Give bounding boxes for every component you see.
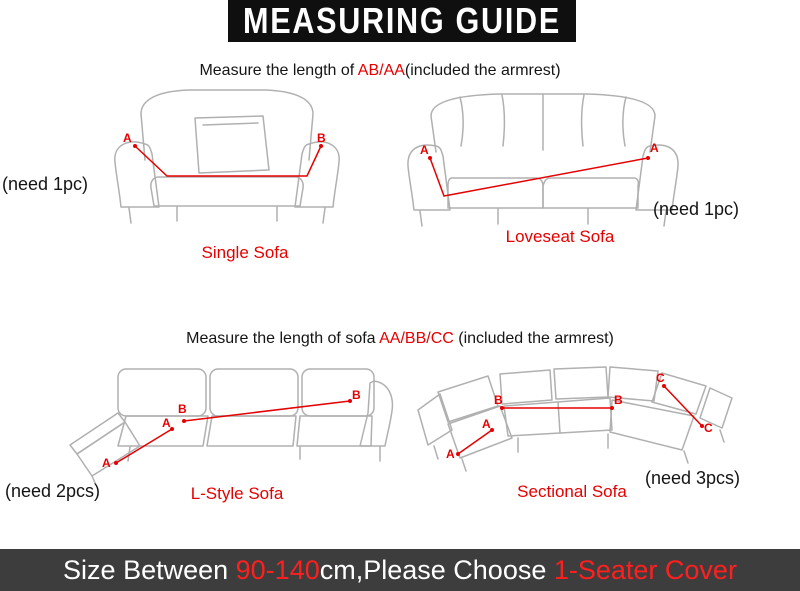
loveseat-sofa-drawing (407, 93, 679, 227)
measure-marker-a: A (482, 417, 491, 431)
sectional-sofa-label: Sectional Sofa (517, 482, 627, 501)
l-style-sofa-need-label: (need 2pcs) (5, 481, 101, 501)
instruction-top-suffix: (included the armrest) (404, 62, 561, 79)
loveseat-sofa-block: A A (398, 86, 688, 246)
l-style-sofa-block: A A B B (50, 355, 395, 490)
measure-marker-b: B (178, 402, 187, 416)
header-banner: MEASURING GUIDE (228, 0, 576, 42)
single-sofa-need-label: (need 1pc) (2, 174, 89, 194)
instruction-top: Measure the length of AB/AA(included the… (0, 62, 760, 80)
measure-marker-b: B (317, 131, 326, 145)
loveseat-sofa-need-label: (need 1pc) (653, 199, 740, 219)
instruction-bottom-suffix: (included the armrest) (453, 330, 614, 347)
single-sofa-drawing (114, 89, 340, 224)
sectional-sofa-need-label: (need 3pcs) (645, 468, 741, 488)
instruction-bottom: Measure the length of sofa AA/BB/CC (inc… (0, 330, 800, 348)
page-title: MEASURING GUIDE (243, 0, 561, 41)
footer-text-1: Size Between (63, 554, 236, 585)
measure-marker-b: B (614, 393, 623, 407)
single-sofa-block: A B (95, 80, 360, 245)
instruction-bottom-measure-code: AA/BB/CC (379, 330, 454, 347)
measure-marker-a: A (420, 143, 429, 157)
measure-marker-a: A (446, 447, 455, 461)
measure-marker-a: A (650, 141, 659, 155)
measure-marker-c: C (656, 371, 665, 385)
measure-marker-a: A (162, 416, 171, 430)
single-sofa-label: Single Sofa (201, 243, 289, 262)
measure-marker-b: B (352, 388, 361, 402)
sectional-sofa-block: A A B B C C (398, 352, 750, 492)
footer-cover-type: 1-Seater Cover (553, 554, 737, 585)
instruction-top-measure-code: AB/AA (357, 62, 405, 79)
footer-size-range: 90-140 (235, 554, 320, 585)
measure-marker-b: B (494, 393, 503, 407)
measure-marker-c: C (704, 421, 713, 435)
l-style-sofa-drawing (69, 368, 394, 486)
footer-text-2: cm,Please Choose (319, 554, 554, 585)
measure-marker-a: A (102, 456, 111, 470)
sectional-sofa-drawing (417, 366, 733, 472)
l-style-sofa-label: L-Style Sofa (190, 484, 284, 503)
loveseat-sofa-label: Loveseat Sofa (505, 227, 615, 246)
measure-marker-a: A (123, 131, 132, 145)
instruction-top-prefix: Measure the length of (199, 62, 358, 79)
instruction-bottom-prefix: Measure the length of sofa (186, 330, 380, 347)
